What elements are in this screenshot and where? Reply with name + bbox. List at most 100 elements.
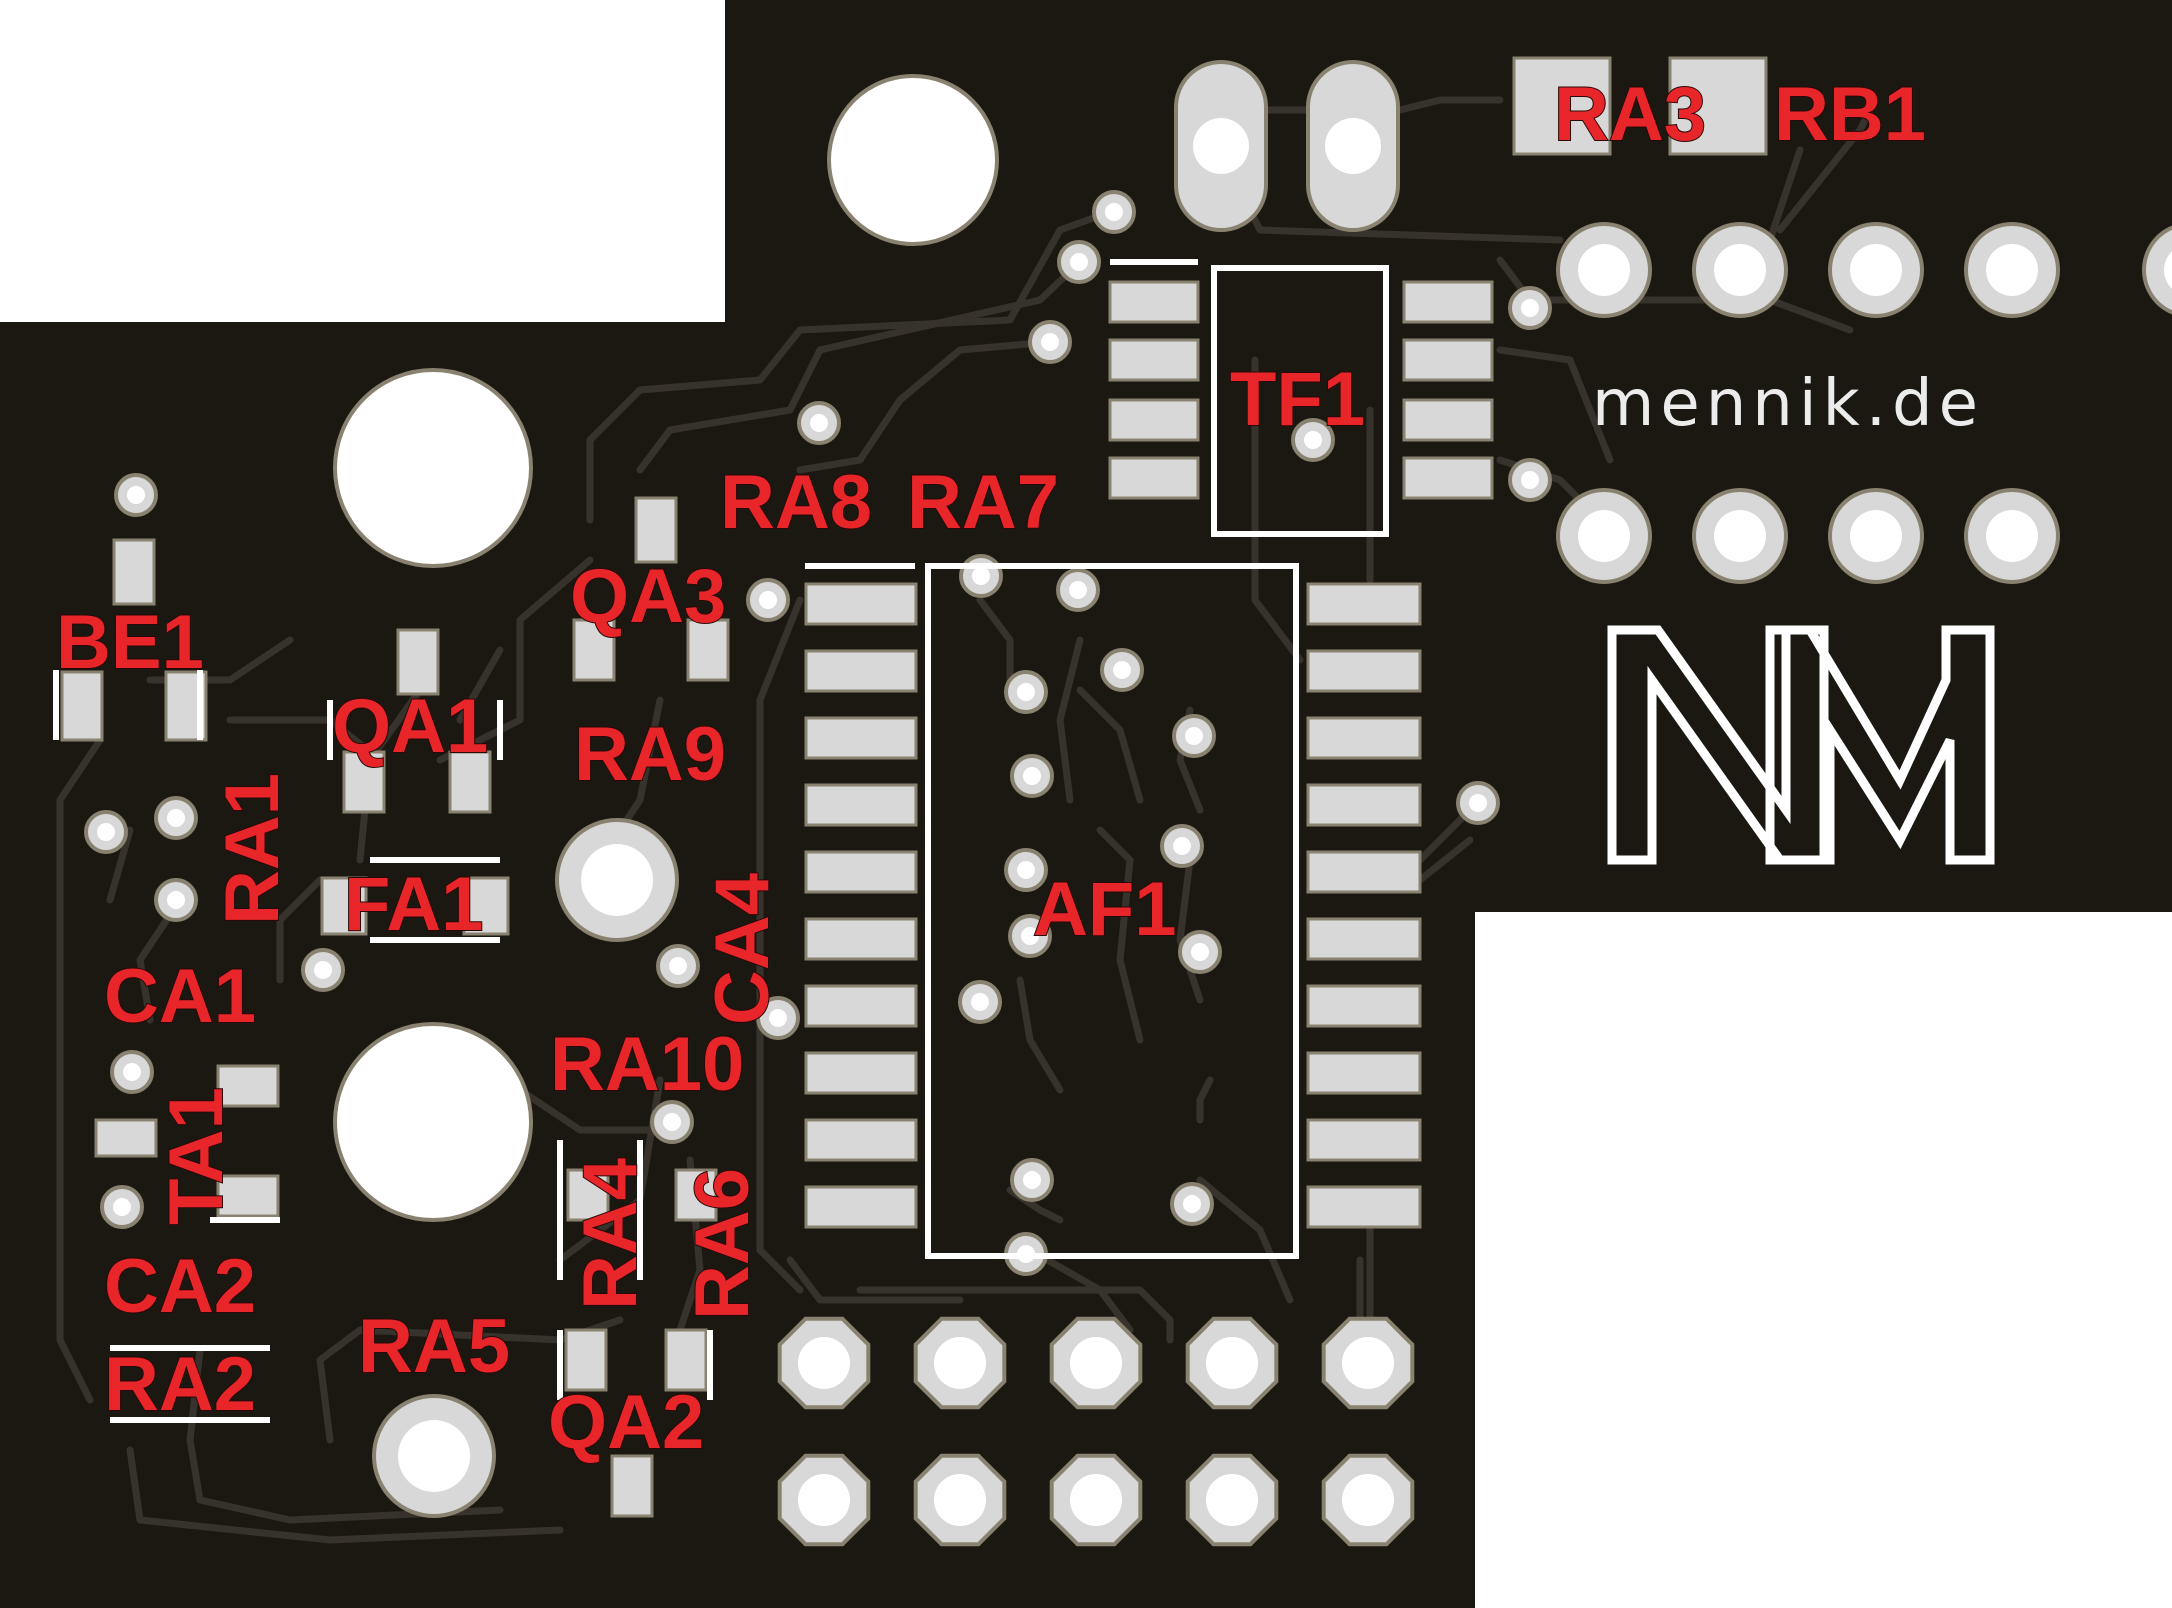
via-drill [167, 891, 185, 909]
label-ra9: RA9 [574, 712, 726, 797]
label-rb1: RB1 [1774, 72, 1926, 157]
via-drill [1191, 943, 1209, 961]
tf1-outline [1211, 265, 1389, 537]
via-drill [1521, 471, 1539, 489]
smd-pad [94, 1118, 158, 1158]
via-drill [97, 823, 115, 841]
pad-drill [398, 1420, 470, 1492]
smd-pad [804, 850, 918, 894]
pad-drill [1714, 510, 1766, 562]
smd-pads [60, 56, 1768, 1518]
via-drill [810, 414, 828, 432]
smd-pad [804, 783, 918, 827]
smd-pad [804, 917, 918, 961]
pad-drill [1342, 1474, 1394, 1526]
smd-pad [1306, 850, 1422, 894]
label-qa3: QA3 [570, 554, 726, 639]
label-ra5: RA5 [358, 1304, 510, 1389]
pad-drill [1850, 244, 1902, 296]
smd-pad [610, 1454, 654, 1518]
header-pad [2142, 225, 2172, 315]
via-drill [1105, 203, 1123, 221]
via-drill [769, 1009, 787, 1027]
via-drill [314, 961, 332, 979]
pad-drill [1206, 1474, 1258, 1526]
smd-pad [804, 984, 918, 1028]
smd-pad [112, 538, 156, 606]
pad-drill [798, 1337, 850, 1389]
via-drill [1113, 661, 1131, 679]
pad-drill [1714, 244, 1766, 296]
label-af1: AF1 [1033, 867, 1177, 952]
label-ra2: RA2 [104, 1342, 256, 1427]
af1-outline [925, 563, 1299, 1259]
mounting-hole [827, 74, 999, 246]
smd-pad [1402, 398, 1494, 442]
label-ra10: RA10 [550, 1022, 744, 1107]
smd-pad [1108, 338, 1200, 382]
via-drill [123, 1063, 141, 1081]
smd-pad [1402, 456, 1494, 500]
pad-drill [1986, 244, 2038, 296]
pad-drill [934, 1474, 986, 1526]
smd-pad [1402, 338, 1494, 382]
smd-pad [396, 628, 440, 696]
pad-drill [1325, 118, 1381, 174]
smd-pad [686, 618, 730, 682]
smd-pad [804, 1185, 918, 1229]
smd-pad [1512, 56, 1612, 156]
smd-pad [1306, 783, 1422, 827]
via-drill [1023, 1171, 1041, 1189]
smd-pad [1306, 917, 1422, 961]
smd-pad [1402, 280, 1494, 324]
smd-pad [1306, 984, 1422, 1028]
nm-logo [1607, 625, 1995, 865]
label-ra3: RA3 [1554, 72, 1706, 157]
via-drill [113, 1198, 131, 1216]
smd-pad [1306, 582, 1422, 626]
label-ra7: RA7 [907, 460, 1059, 545]
smd-pad [320, 876, 368, 936]
mounting-hole [333, 368, 533, 568]
label-qa2: QA2 [548, 1380, 704, 1465]
smd-pad [1108, 456, 1200, 500]
label-ca2: CA2 [104, 1244, 256, 1329]
label-qa1: QA1 [332, 684, 488, 769]
smd-pad [1306, 649, 1422, 693]
via-drill [1023, 767, 1041, 785]
smd-pad [664, 1328, 708, 1392]
via-drill [1521, 299, 1539, 317]
pad-drill [1206, 1337, 1258, 1389]
via-drill [127, 486, 145, 504]
smd-pad [566, 1168, 610, 1222]
pad-drill [1070, 1337, 1122, 1389]
smd-pad [216, 1064, 280, 1108]
mounting-holes [333, 74, 999, 1222]
label-ra8: RA8 [720, 460, 872, 545]
label-ca1: CA1 [104, 954, 256, 1039]
via-drill [1041, 333, 1059, 351]
smd-pad [804, 649, 918, 693]
label-tf1: TF1 [1230, 357, 1365, 442]
label-ca4: CA4 [700, 873, 785, 1025]
smd-pad [804, 1118, 918, 1162]
pad-drill [934, 1337, 986, 1389]
mounting-hole [333, 1022, 533, 1222]
header-pads [1556, 222, 2172, 584]
via-drill [759, 591, 777, 609]
via-drill [1017, 861, 1035, 879]
smd-pad [1108, 398, 1200, 442]
label-ra1: RA1 [210, 773, 295, 925]
smd-pad [1108, 280, 1200, 324]
label-ra6: RA6 [680, 1168, 765, 1320]
pad-drill [1342, 1337, 1394, 1389]
via-drill [1469, 794, 1487, 812]
smd-pad [448, 750, 492, 814]
smd-pad [804, 1051, 918, 1095]
pad-drill [1193, 118, 1249, 174]
smd-pad [564, 1328, 608, 1392]
pad-drill [1578, 244, 1630, 296]
smd-pad [216, 1174, 280, 1218]
